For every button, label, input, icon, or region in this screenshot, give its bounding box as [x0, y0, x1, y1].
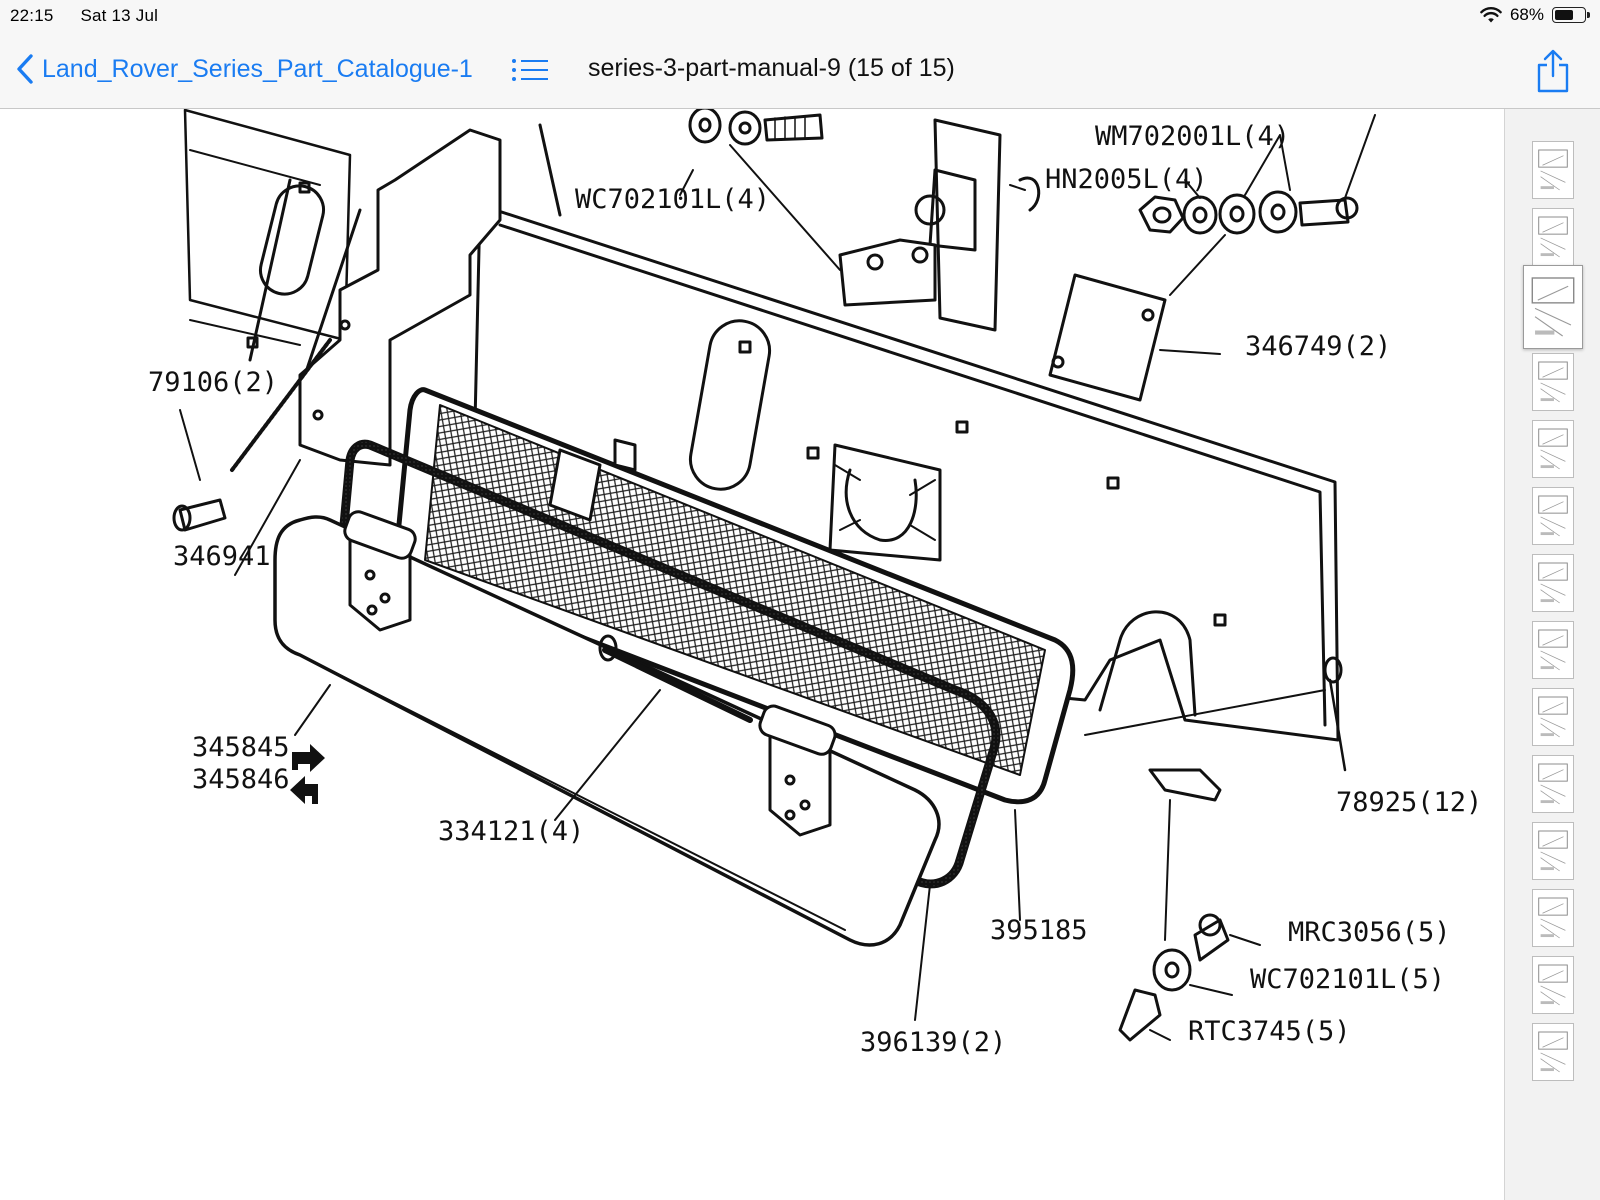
thumbnail-sketch [1538, 629, 1568, 671]
thumbnail-sketch [1538, 495, 1568, 537]
status-date: Sat 13 Jul [80, 6, 159, 25]
back-button-label: Land_Rover_Series_Part_Catalogue-1 [42, 54, 473, 83]
label-345845: 345845 [192, 732, 290, 763]
nav-bar: Land_Rover_Series_Part_Catalogue-1 serie… [0, 32, 1600, 109]
battery-fill [1555, 10, 1573, 20]
arrow-left-icon [290, 776, 318, 804]
page-edge [1504, 109, 1505, 1200]
share-icon[interactable] [1535, 48, 1571, 94]
page-thumbnail[interactable] [1532, 554, 1574, 612]
thumbnail-sketch [1538, 1031, 1568, 1073]
wifi-icon [1480, 7, 1502, 23]
thumbnail-sketch [1538, 897, 1568, 939]
label-345846: 345846 [192, 764, 290, 795]
page-thumbnail[interactable] [1532, 487, 1574, 545]
thumbnail-sketch [1538, 216, 1568, 258]
document-title: series-3-part-manual-9 (15 of 15) [588, 54, 955, 82]
status-time: 22:15 [10, 6, 54, 25]
label-rtc3745-5: RTC3745(5) [1188, 1016, 1351, 1047]
label-396139-2: 396139(2) [860, 1027, 1007, 1058]
page-thumbnail[interactable] [1532, 1023, 1574, 1081]
page-thumbnail[interactable] [1523, 265, 1583, 349]
parts-diagram: WC702101L(4) HN2005L(4) WM702001L(4) 346… [0, 109, 1500, 1200]
label-wc702101l-4: WC702101L(4) [575, 184, 771, 215]
thumbnail-rail[interactable] [1505, 109, 1600, 1200]
thumbnail-sketch [1538, 964, 1568, 1006]
battery-percent: 68% [1509, 5, 1544, 24]
status-left: 22:15 Sat 13 Jul [10, 6, 180, 26]
label-334121-4: 334121(4) [438, 816, 585, 847]
thumbnail-sketch [1538, 696, 1568, 738]
label-346749-2: 346749(2) [1245, 331, 1392, 362]
page-thumbnail[interactable] [1532, 755, 1574, 813]
label-wc702101l-5: WC702101L(5) [1250, 964, 1446, 995]
battery-icon [1552, 7, 1590, 23]
thumbnail-sketch [1538, 149, 1568, 191]
status-bar: 22:15 Sat 13 Jul 68% [0, 0, 1600, 32]
label-wm702001l-4: WM702001L(4) [1095, 121, 1291, 152]
back-button[interactable]: Land_Rover_Series_Part_Catalogue-1 [16, 52, 473, 86]
label-395185: 395185 [990, 915, 1088, 946]
chevron-left-icon [17, 54, 33, 84]
label-mrc3056-5: MRC3056(5) [1288, 917, 1451, 948]
page-thumbnail[interactable] [1532, 208, 1574, 266]
page-thumbnail[interactable] [1532, 621, 1574, 679]
thumbnail-sketch [1538, 428, 1568, 470]
thumbnail-sketch [1531, 277, 1575, 337]
page-thumbnail[interactable] [1532, 420, 1574, 478]
thumbnail-sketch [1538, 361, 1568, 403]
page-thumbnail[interactable] [1532, 353, 1574, 411]
label-346941: 346941 [173, 541, 271, 572]
label-79106-2: 79106(2) [148, 367, 279, 398]
list-icon[interactable] [510, 56, 550, 84]
parts-diagram-drawing [172, 109, 1376, 1042]
thumbnail-sketch [1538, 562, 1568, 604]
thumbnail-sketch [1538, 830, 1568, 872]
label-hn2005l-4: HN2005L(4) [1045, 164, 1208, 195]
page-thumbnail[interactable] [1532, 822, 1574, 880]
thumbnail-sketch [1538, 763, 1568, 805]
label-78925-12: 78925(12) [1336, 787, 1483, 818]
page-thumbnail[interactable] [1532, 889, 1574, 947]
arrow-right-icon [292, 744, 325, 772]
page-thumbnail[interactable] [1532, 141, 1574, 199]
page-thumbnail[interactable] [1532, 956, 1574, 1014]
status-right: 68% [1480, 5, 1590, 25]
page-thumbnail[interactable] [1532, 688, 1574, 746]
